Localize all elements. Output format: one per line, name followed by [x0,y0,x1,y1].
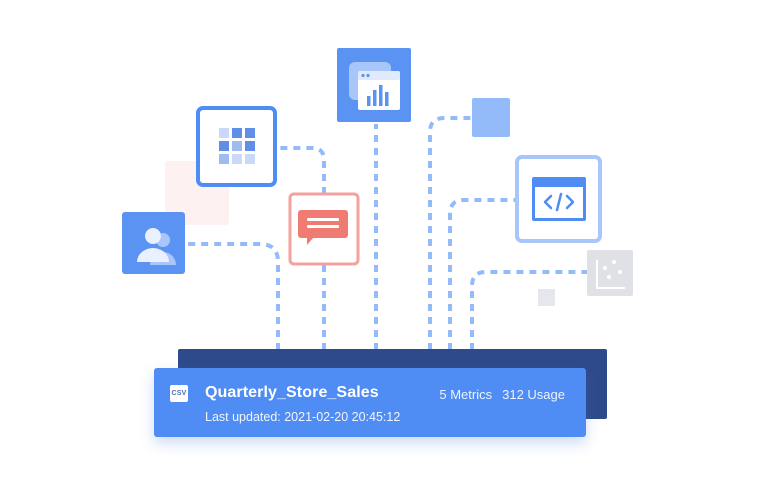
last-updated-timestamp: Last updated: 2021-02-20 20:45:12 [205,410,401,424]
code-window-icon [515,155,602,243]
users-icon [122,212,185,274]
connector-blue-square [428,116,472,350]
dataset-stats: 5 Metrics 312 Usage [439,387,565,402]
csv-file-icon: CSV [170,385,188,402]
blue-square-icon [472,98,510,137]
connector-code-window [448,198,516,350]
usage-count: 312 Usage [502,387,565,402]
scatter-plot-icon [587,250,633,296]
metrics-count: 5 Metrics [439,387,493,402]
connector-scatter [470,270,587,350]
connector-users [186,242,280,350]
dataset-title: Quarterly_Store_Sales [205,384,379,401]
connector-grid [277,146,326,350]
dashboard-chart-icon [337,48,411,122]
decorative-grey-square [538,289,555,306]
grid-apps-icon [196,106,277,187]
chat-message-icon [288,192,360,266]
connector-lines [186,116,587,350]
dataset-card[interactable]: CSV Quarterly_Store_Sales 5 Metrics 312 U… [154,368,586,437]
